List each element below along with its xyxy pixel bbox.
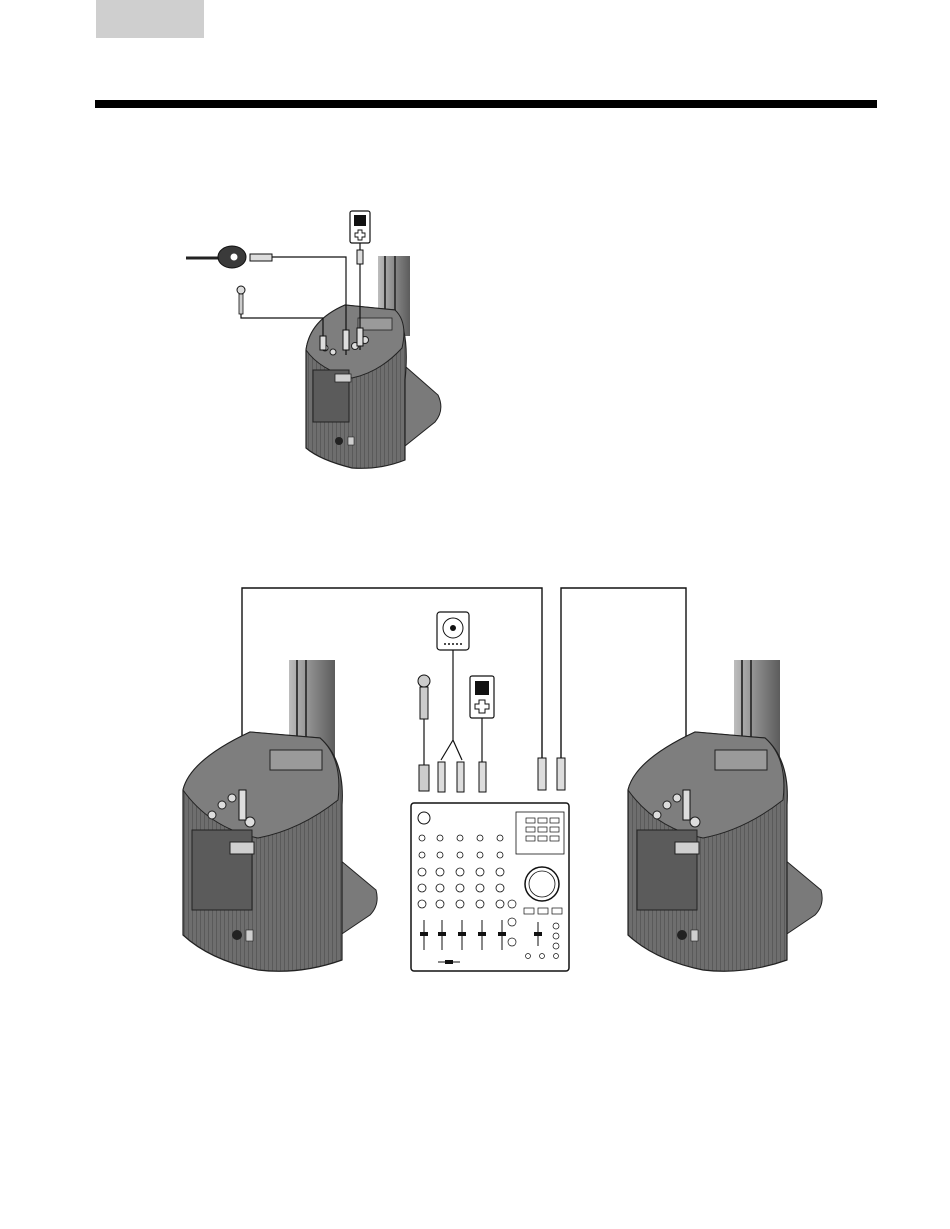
guitar-icon <box>186 246 246 268</box>
cd-player-icon <box>437 612 469 760</box>
figure-1-small-setup <box>186 211 441 468</box>
music-player-icon <box>470 676 494 765</box>
speaker-body <box>306 305 406 468</box>
speaker-system-right <box>628 660 822 971</box>
input-plugs <box>438 758 565 792</box>
figure-2-mixer-setup <box>183 588 822 971</box>
speaker-system-left <box>183 660 377 971</box>
mixer <box>411 803 569 971</box>
microphone-icon <box>418 675 430 791</box>
